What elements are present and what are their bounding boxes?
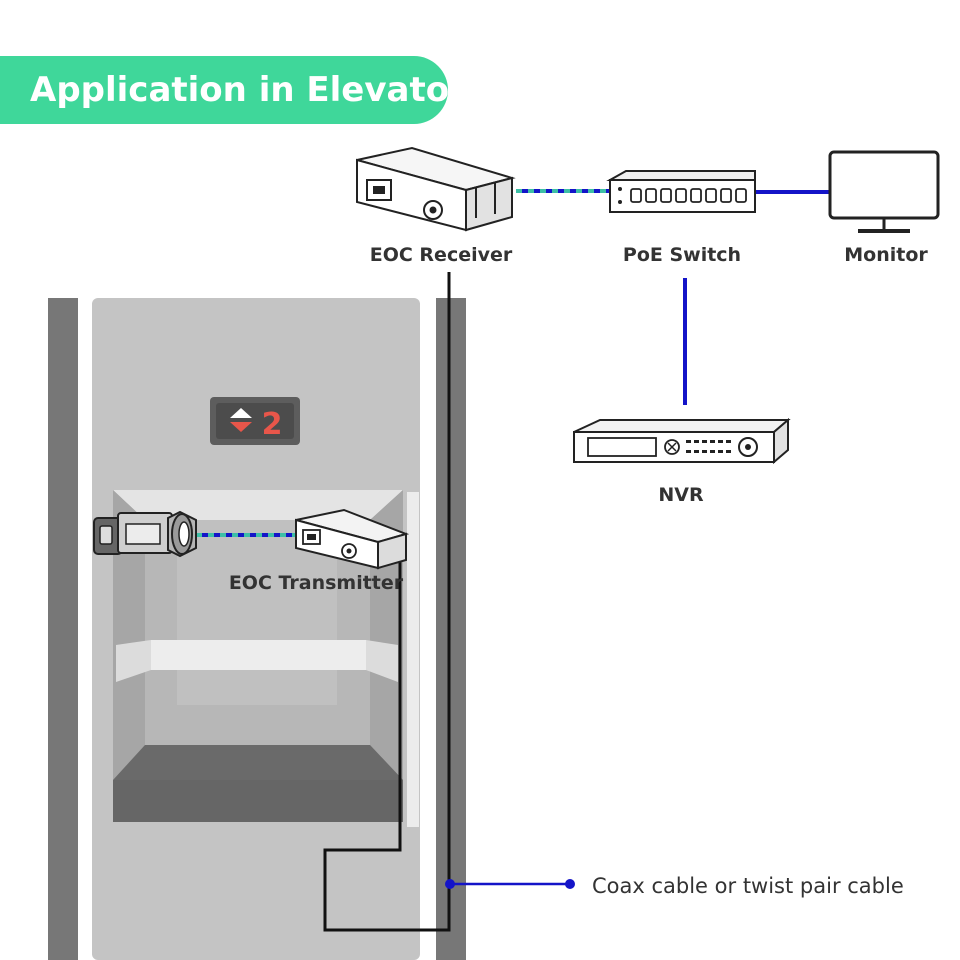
ip-camera-icon [93, 510, 197, 558]
shaft-wall-left [48, 298, 78, 960]
floor-indicator: 2 [210, 397, 300, 445]
eoc-receiver-device [356, 146, 516, 232]
poe-switch-label: PoE Switch [623, 244, 741, 266]
elevator-car [92, 298, 420, 960]
nvr-device [573, 417, 791, 465]
shaft-wall-right [436, 298, 466, 960]
legend-label: Coax cable or twist pair cable [592, 874, 904, 898]
floor-number: 2 [262, 407, 283, 442]
legend-dot-start [445, 879, 455, 889]
eoc-transmitter-device [295, 508, 410, 570]
legend-dot-end [565, 879, 575, 889]
poe-switch-device [606, 170, 756, 213]
monitor-label: Monitor [844, 244, 928, 266]
up-arrow-icon [230, 408, 252, 418]
eoc-receiver-label: EOC Receiver [370, 244, 513, 266]
monitor-icon [828, 150, 940, 233]
down-arrow-icon [230, 422, 252, 432]
nvr-label: NVR [658, 484, 704, 506]
title-banner: Application in Elevator [0, 56, 466, 124]
coax-cable [323, 272, 451, 932]
page-title: Application in Elevator [30, 70, 466, 110]
eoc-transmitter-label: EOC Transmitter [229, 572, 404, 594]
